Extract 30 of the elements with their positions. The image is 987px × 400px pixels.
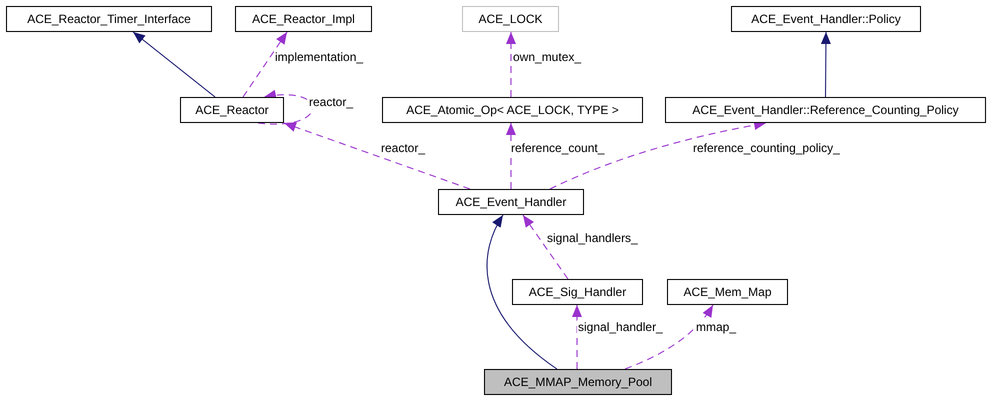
arrow	[486, 214, 558, 370]
dashed-arrow	[242, 32, 288, 98]
dashed-arrow	[624, 304, 714, 370]
edge-label: mmap_	[695, 320, 738, 334]
edge-label: signal_handler_	[577, 320, 664, 334]
dashed-arrow	[258, 90, 314, 125]
class-box: ACE_Reactor_Impl	[235, 6, 372, 32]
class-box: ACE_MMAP_Memory_Pool	[484, 369, 672, 395]
dashed-arrow	[284, 122, 470, 190]
edge-label: reference_counting_policy_	[692, 141, 841, 155]
class-box: ACE_Atomic_Op< ACE_LOCK, TYPE >	[382, 97, 643, 123]
arrow	[132, 32, 216, 98]
class-box: ACE_Reactor_Timer_Interface	[6, 6, 212, 32]
edge-label: reactor_	[308, 95, 354, 109]
dashed-arrow	[572, 304, 582, 370]
class-box: ACE_LOCK	[462, 6, 559, 32]
dashed-arrow	[506, 32, 516, 98]
edge-label: implementation_	[274, 50, 364, 64]
edge-label: reference_count_	[510, 141, 606, 155]
class-box: ACE_Mem_Map	[667, 279, 788, 305]
edge-label: reactor_	[380, 141, 426, 155]
class-box: ACE_Sig_Handler	[512, 279, 643, 305]
class-box: ACE_Event_Handler::Reference_Counting_Policy	[665, 97, 986, 123]
edge-label: own_mutex_	[512, 50, 582, 64]
class-box: ACE_Event_Handler::Policy	[731, 6, 921, 32]
class-box: ACE_Reactor	[180, 97, 284, 123]
arrow	[820, 32, 831, 98]
dashed-arrow	[522, 214, 568, 280]
edge-label: signal_handlers_	[546, 231, 639, 245]
class-box: ACE_Event_Handler	[438, 189, 584, 215]
